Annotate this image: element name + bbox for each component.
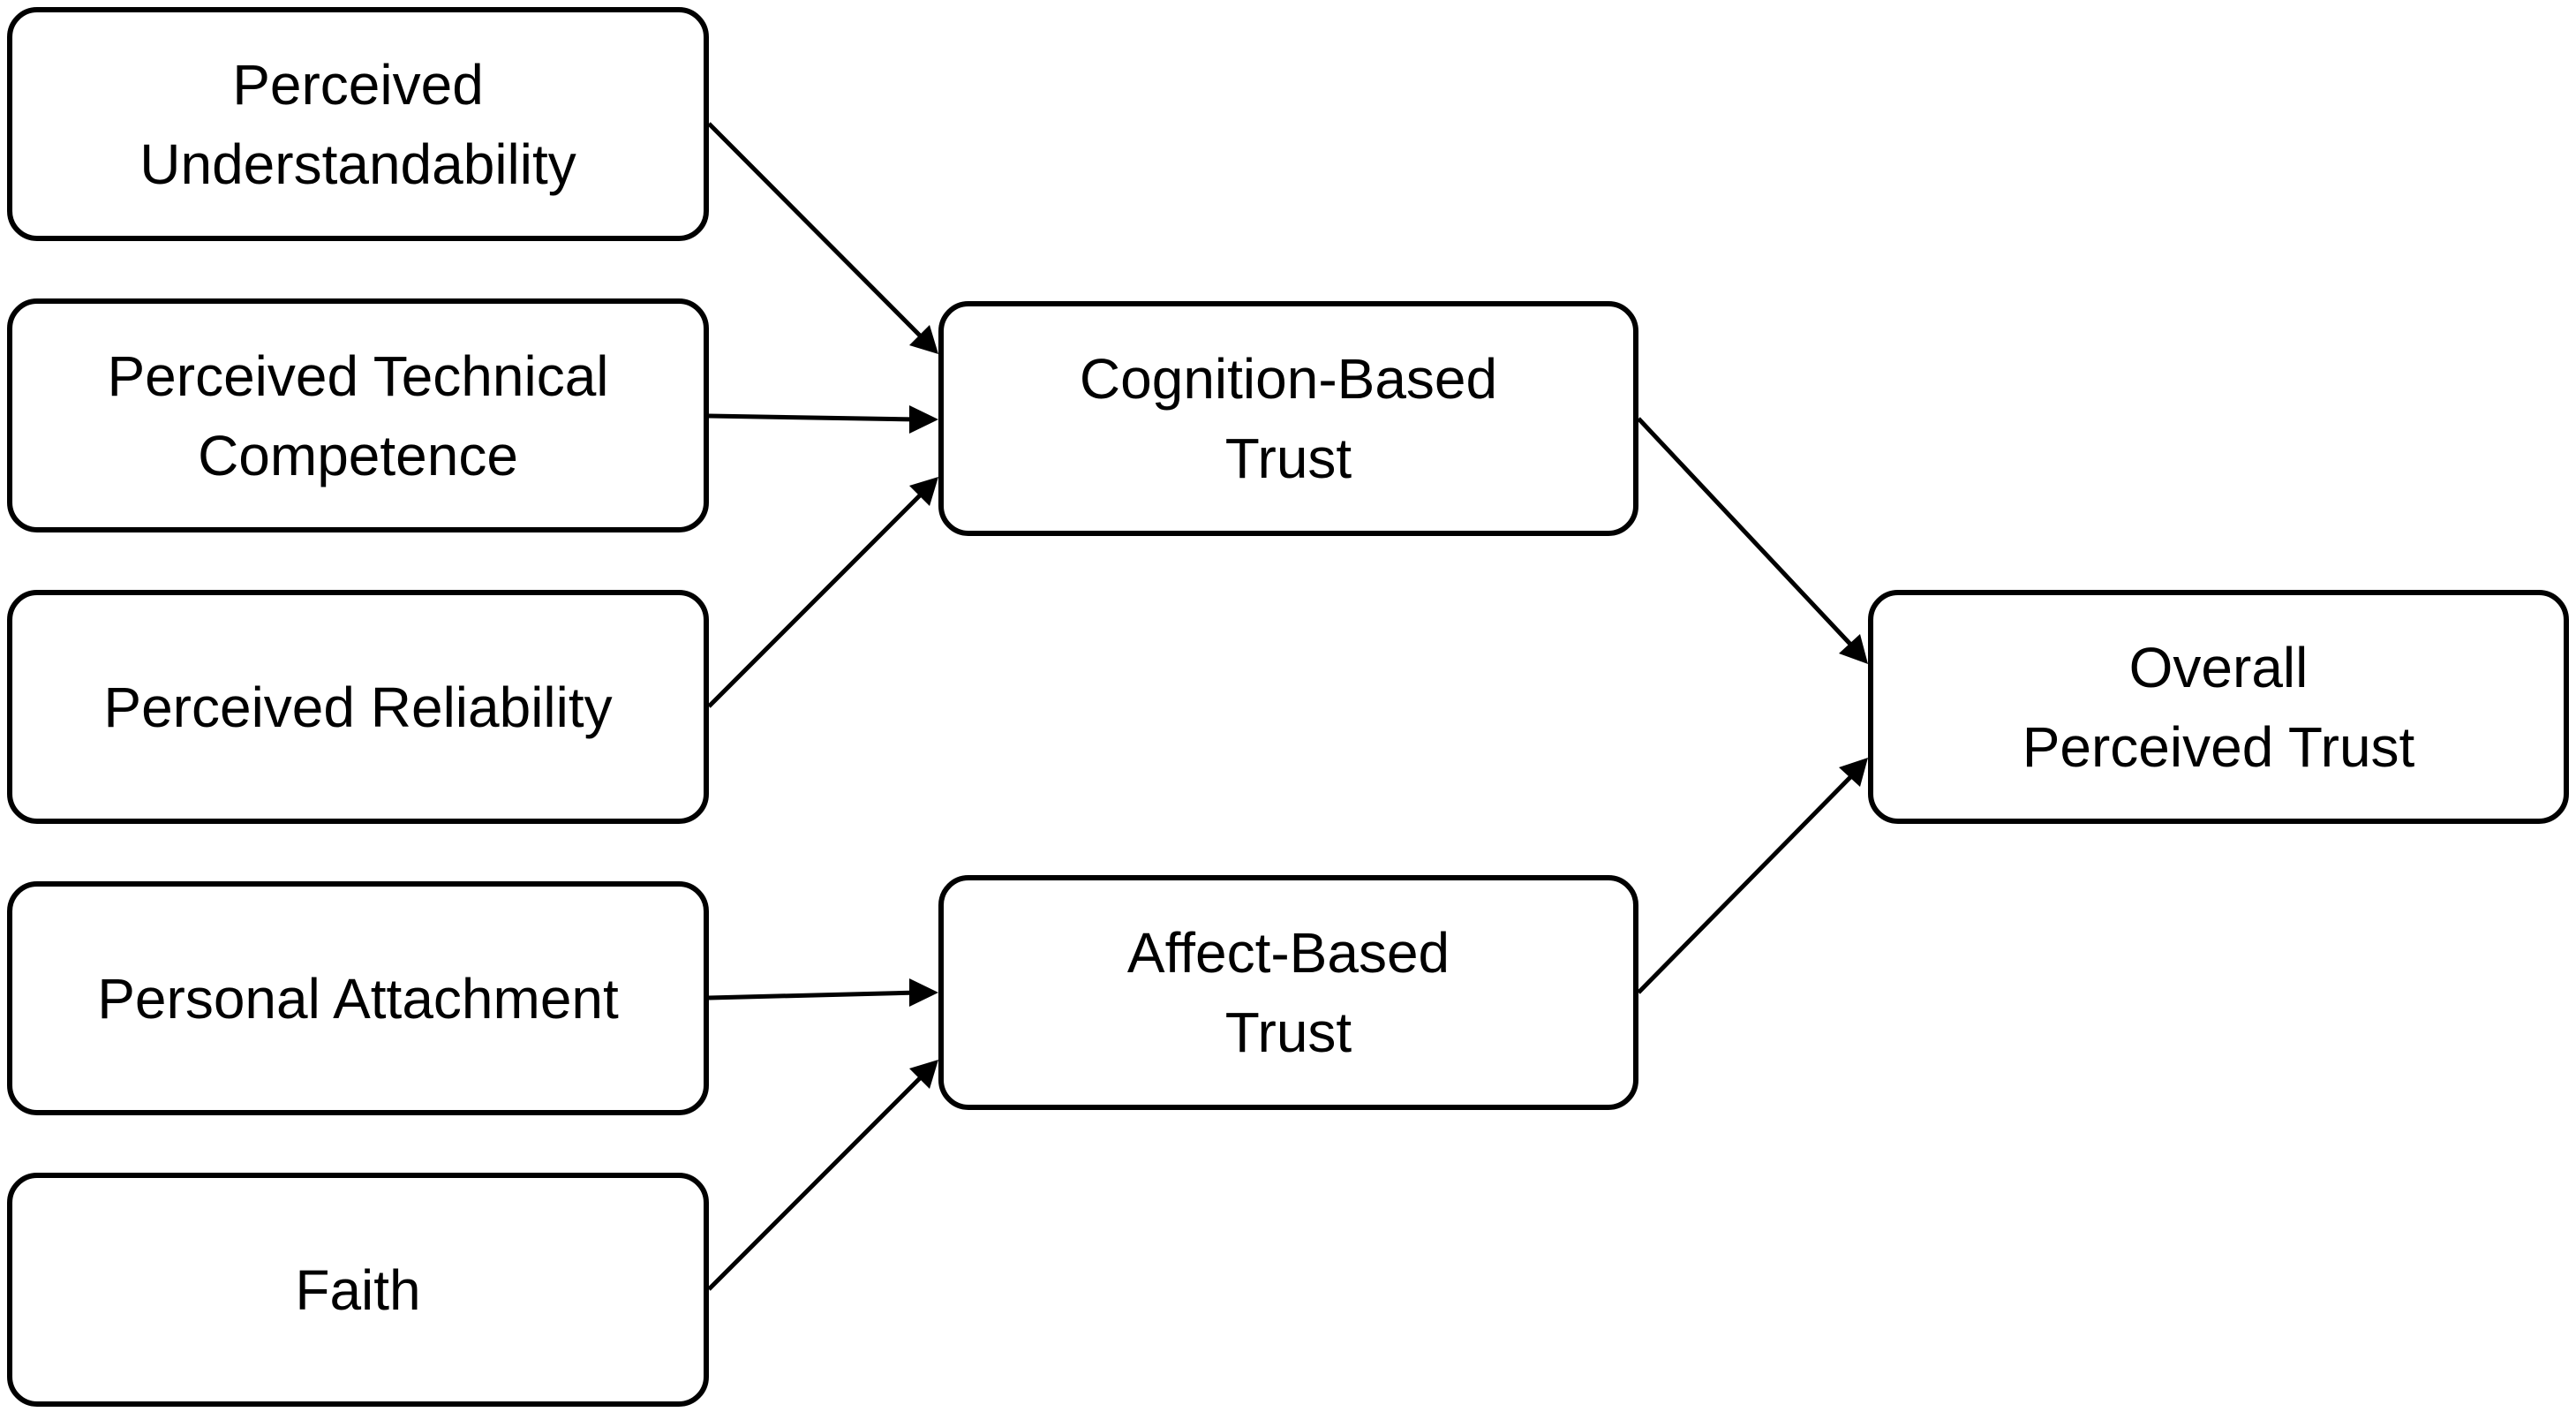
node-perceived-reliability: Perceived Reliability	[7, 590, 709, 824]
arrowhead-reliability-to-cognition	[909, 477, 938, 506]
node-perceived-technical-competence: Perceived Technical Competence	[7, 298, 709, 532]
node-label: Perceived Understandability	[139, 52, 576, 196]
node-label: Overall Perceived Trust	[2022, 635, 2415, 779]
arrowhead-attachment-to-affect	[909, 978, 938, 1007]
node-overall-perceived-trust: Overall Perceived Trust	[1868, 590, 2569, 824]
node-faith: Faith	[7, 1173, 709, 1407]
node-label: Perceived Technical Competence	[107, 344, 609, 487]
arrowhead-technical-to-cognition	[909, 405, 938, 434]
arrow-reliability-to-cognition	[707, 487, 929, 708]
arrow-faith-to-affect	[707, 1069, 929, 1291]
node-label: Personal Attachment	[97, 966, 619, 1031]
node-perceived-understandability: Perceived Understandability	[7, 7, 709, 241]
node-label: Faith	[295, 1257, 421, 1322]
node-label: Cognition-Based Trust	[1079, 347, 1498, 490]
arrowhead-affect-to-overall	[1839, 758, 1868, 787]
arrowhead-cognition-to-overall	[1839, 634, 1868, 664]
arrow-affect-to-overall	[1637, 768, 1859, 994]
node-affect-based-trust: Affect-Based Trust	[938, 875, 1638, 1110]
arrow-understandability-to-cognition	[707, 122, 933, 349]
node-personal-attachment: Personal Attachment	[7, 881, 709, 1115]
node-label: Perceived Reliability	[103, 675, 613, 739]
arrowhead-understandability-to-cognition	[909, 325, 938, 354]
arrow-technical-to-cognition	[708, 413, 919, 422]
node-cognition-based-trust: Cognition-Based Trust	[938, 301, 1638, 536]
arrowhead-faith-to-affect	[909, 1060, 938, 1089]
node-label: Affect-Based Trust	[1126, 921, 1450, 1064]
arrow-cognition-to-overall	[1637, 417, 1859, 653]
arrow-attachment-to-affect	[708, 990, 919, 1000]
